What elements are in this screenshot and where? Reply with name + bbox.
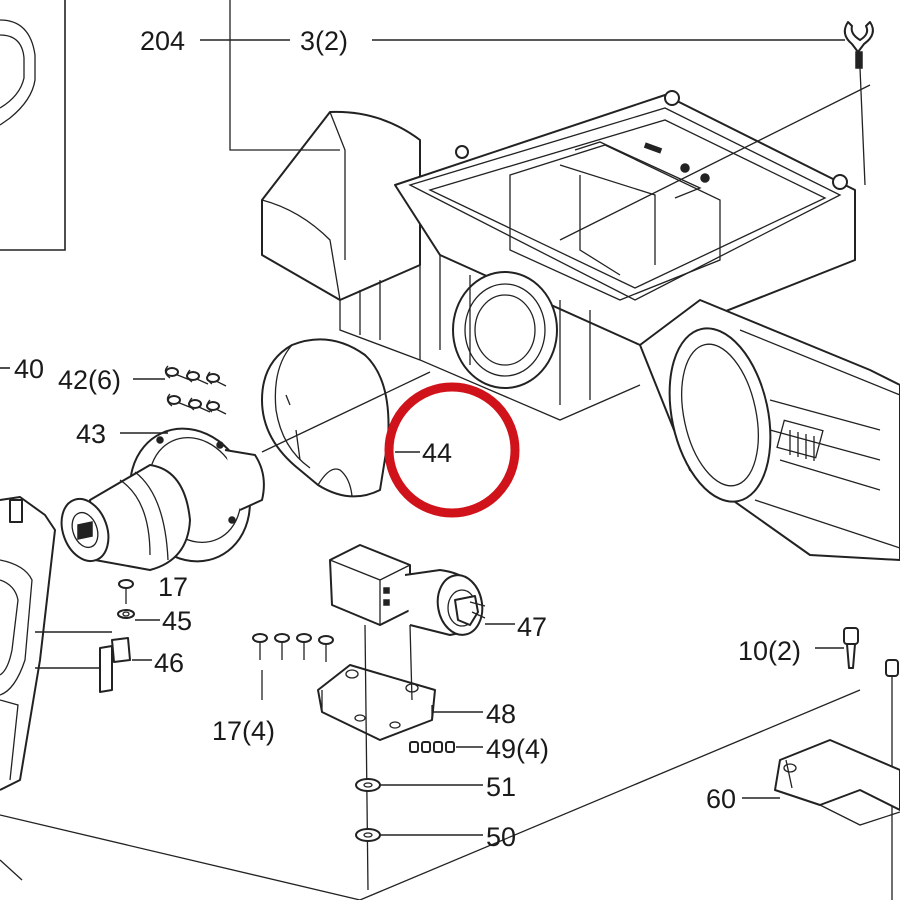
screws-part-17x4: [252, 633, 334, 700]
main-housing: [261, 90, 900, 561]
washers-part-51-50: [355, 778, 381, 842]
small-parts-17-45-46: [99, 579, 135, 693]
callout-50: 50: [486, 822, 516, 852]
callout-10-2: 10(2): [738, 636, 801, 666]
callout-42-6: 42(6): [58, 365, 121, 395]
construction-lines: [0, 0, 871, 900]
callout-17: 17: [158, 572, 188, 602]
gear-motor-part-47: [329, 544, 486, 636]
motor-assembly-part-43: [60, 427, 265, 571]
handle-housing-left: [0, 496, 56, 881]
callout-60: 60: [706, 784, 736, 814]
screws-part-49x4: [409, 741, 455, 753]
callout-17-4: 17(4): [212, 716, 275, 746]
ring-shroud-part-44: [261, 338, 390, 498]
callout-49-4: 49(4): [486, 734, 549, 764]
clip-part-3: [843, 21, 874, 186]
reference-frame-top-left: [0, 0, 66, 251]
callout-51: 51: [486, 772, 516, 802]
callout-48: 48: [486, 699, 516, 729]
callout-3-2: 3(2): [300, 26, 348, 56]
leader-lines: [0, 39, 845, 836]
screws-part-42: [164, 365, 227, 415]
callout-40: 40: [14, 354, 44, 384]
highlight-circle: [384, 382, 520, 518]
callout-44: 44: [422, 438, 452, 468]
callout-47: 47: [517, 612, 547, 642]
callout-45: 45: [162, 606, 192, 636]
callout-labels: 204 3(2) 40 42(6) 43 44 17 45 46 47 17(4…: [14, 26, 801, 852]
callout-46: 46: [154, 648, 184, 678]
callout-204: 204: [140, 26, 185, 56]
mounting-bracket-part-48: [317, 624, 436, 891]
callout-43: 43: [76, 419, 106, 449]
bracket-plate-part-60: [774, 739, 900, 826]
